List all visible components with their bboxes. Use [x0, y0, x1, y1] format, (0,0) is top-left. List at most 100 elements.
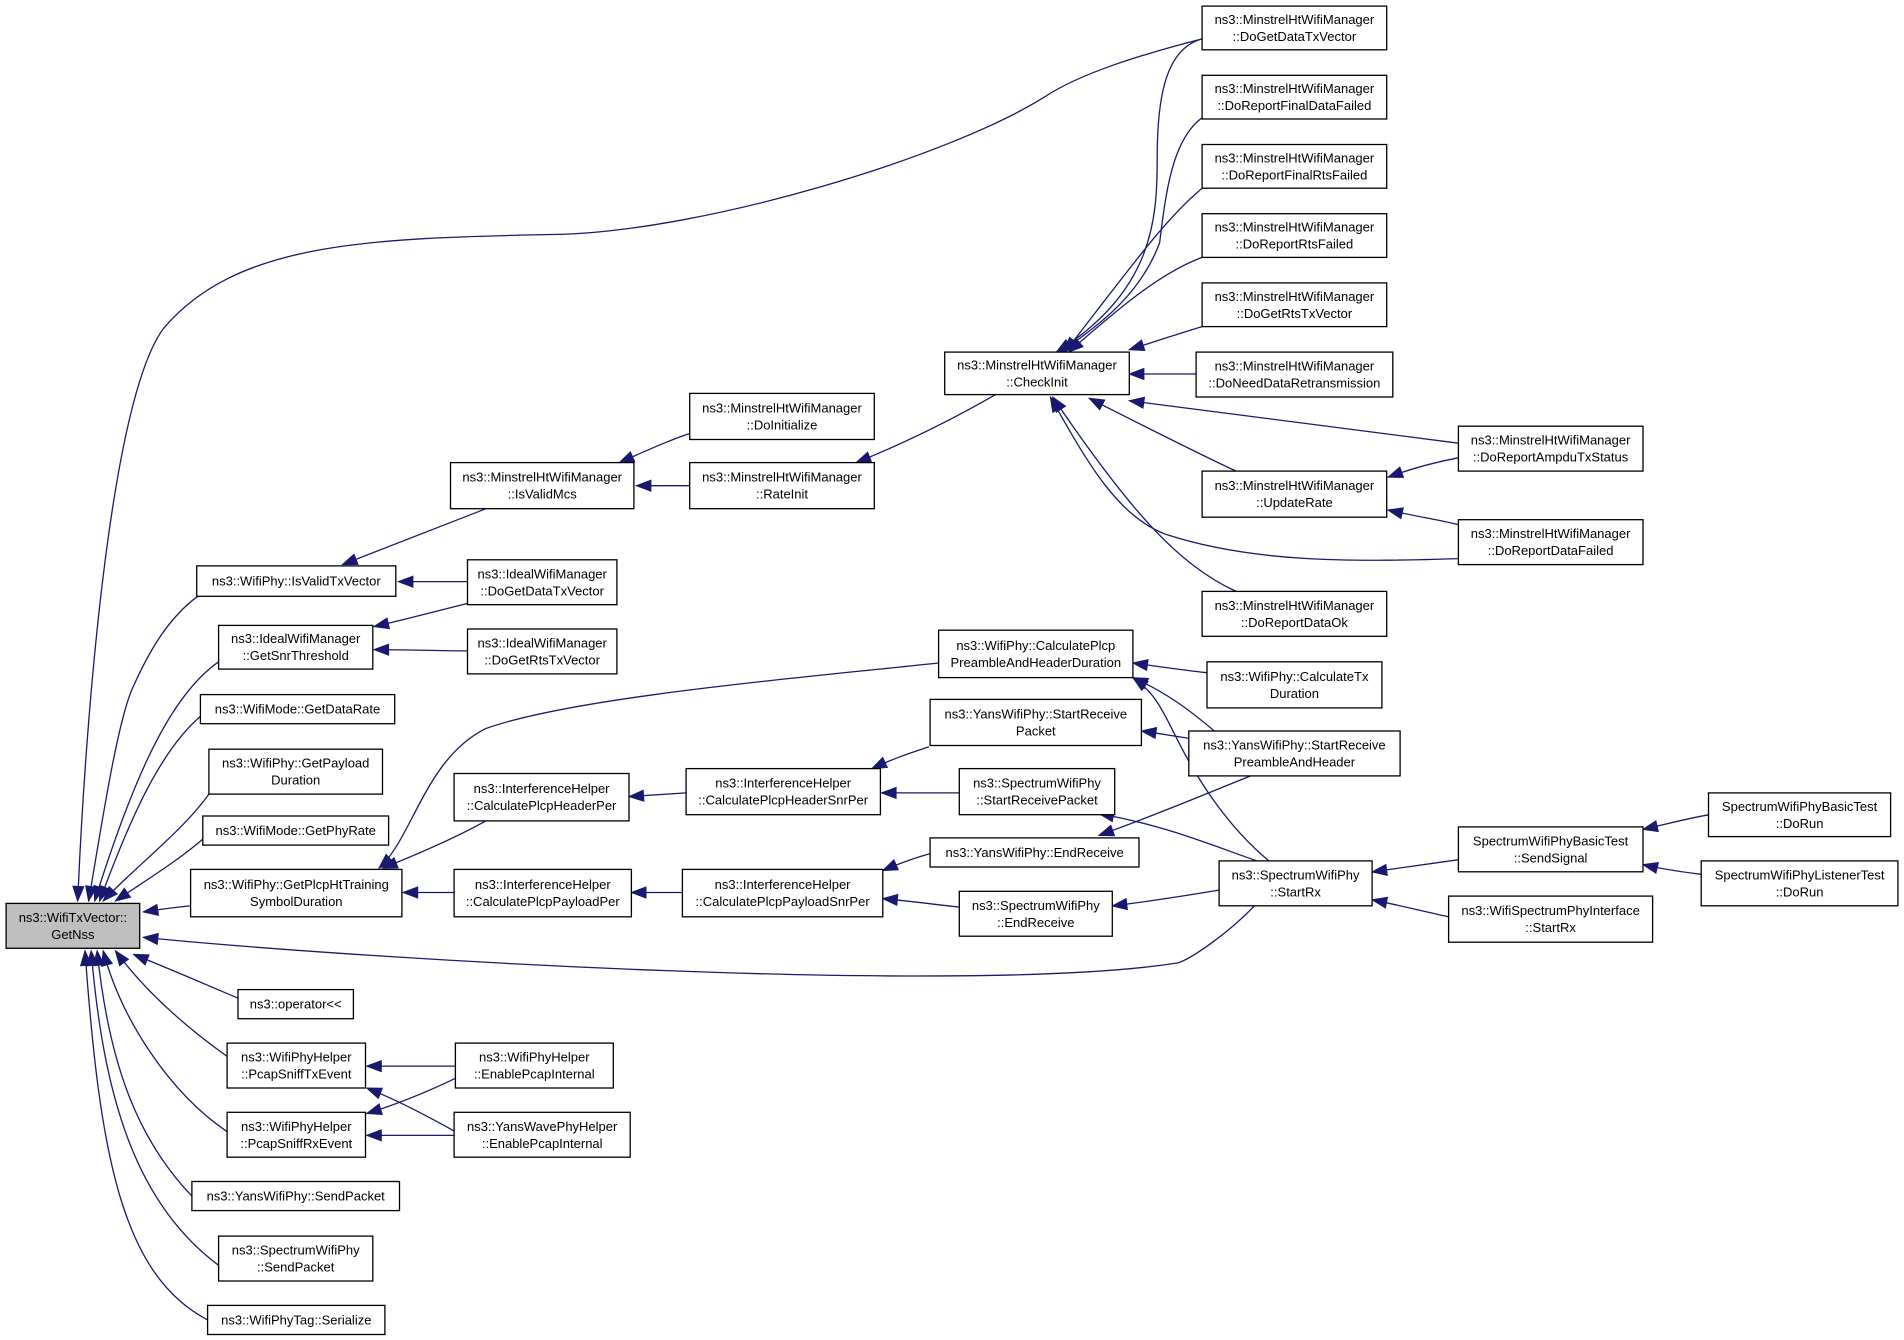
arrowhead: [1127, 339, 1146, 352]
edge-m_rtsfailed-to-checkinit: [1067, 256, 1203, 354]
node-label: ns3::WifiPhy::IsValidTxVector: [212, 574, 381, 589]
node-root[interactable]: ns3::WifiTxVector::GetNss: [5, 902, 141, 949]
edge-listenerrun-to-sendsignal: [1641, 862, 1702, 875]
edge-calcplcp-to-getplcpht: [377, 662, 939, 870]
arrowhead: [1370, 863, 1388, 876]
node-label: ns3::WifiMode::GetPhyRate: [215, 823, 375, 838]
node-ifhdrper[interactable]: ns3::InterferenceHelper::CalculatePlcpHe…: [453, 772, 630, 822]
node-specrxpkt[interactable]: ns3::SpectrumWifiPhy::StartReceivePacket: [958, 767, 1116, 816]
node-m_dataok[interactable]: ns3::MinstrelHtWifiManager::DoReportData…: [1201, 590, 1388, 637]
node-box: [1707, 792, 1892, 838]
arrowhead: [101, 949, 114, 967]
edge-getpayload-to-root: [102, 793, 210, 903]
edge-serialize-to-root: [79, 949, 208, 1321]
node-doinit[interactable]: ns3::MinstrelHtWifiManager::DoInitialize: [689, 392, 875, 441]
node-box: [937, 629, 1134, 679]
node-m_update[interactable]: ns3::MinstrelHtWifiManager::UpdateRate: [1201, 470, 1388, 518]
node-idealrts[interactable]: ns3::IdealWifiManager::DoGetRtsTxVector: [466, 628, 618, 675]
node-box: [1201, 282, 1388, 328]
node-label: ns3::WifiPhyHelper: [479, 1050, 590, 1065]
node-label: ns3::YansWifiPhy::StartReceive: [945, 707, 1128, 722]
node-box: [208, 748, 384, 795]
arrowhead: [870, 756, 889, 770]
node-yanswave[interactable]: ns3::YansWavePhyHelper::EnablePcapIntern…: [453, 1111, 631, 1158]
edge-getplcpht-to-root: [141, 903, 191, 916]
node-isvalidmcs[interactable]: ns3::MinstrelHtWifiManager::IsValidMcs: [449, 461, 635, 510]
node-m_needretx[interactable]: ns3::MinstrelHtWifiManager::DoNeedDataRe…: [1195, 351, 1394, 398]
node-sniffRx[interactable]: ns3::WifiPhyHelper::PcapSniffRxEvent: [226, 1111, 367, 1158]
node-yansend[interactable]: ns3::YansWifiPhy::EndReceive: [929, 837, 1140, 868]
edge-ifhdrsnr-to-yansrxpkt: [870, 746, 930, 770]
node-m_finalrts[interactable]: ns3::MinstrelHtWifiManager::DoReportFina…: [1201, 143, 1388, 189]
node-m_rtsfailed[interactable]: ns3::MinstrelHtWifiManager::DoReportRtsF…: [1201, 213, 1388, 259]
node-sendsignal[interactable]: SpectrumWifiPhyBasicTest::SendSignal: [1457, 826, 1644, 873]
node-getphyrate[interactable]: ns3::WifiMode::GetPhyRate: [202, 815, 390, 846]
node-getdatarate[interactable]: ns3::WifiMode::GetDataRate: [199, 693, 396, 725]
edge-ifhdrper-to-getplcpht: [381, 820, 487, 869]
node-specend[interactable]: ns3::SpectrumWifiPhy::EndReceive: [958, 890, 1113, 937]
node-calcplcp[interactable]: ns3::WifiPhy::CalculatePlcpPreambleAndHe…: [937, 629, 1134, 679]
node-isvalidtx[interactable]: ns3::WifiPhy::IsValidTxVector: [196, 565, 397, 597]
node-m_datafailed[interactable]: ns3::MinstrelHtWifiManager::DoReportData…: [1457, 519, 1644, 566]
node-yanssend[interactable]: ns3::YansWifiPhy::SendPacket: [191, 1180, 401, 1212]
node-box: [1201, 5, 1388, 51]
node-specstartrx[interactable]: ns3::SpectrumWifiPhy::StartRx: [1218, 860, 1373, 907]
node-pcapint[interactable]: ns3::WifiPhyHelper::EnablePcapInternal: [454, 1042, 614, 1089]
node-m_rtstx[interactable]: ns3::MinstrelHtWifiManager::DoGetRtsTxVe…: [1201, 282, 1388, 328]
node-serialize[interactable]: ns3::WifiPhyTag::Serialize: [206, 1304, 386, 1336]
edge-m_dataok-to-checkinit: [1052, 395, 1237, 592]
node-ifhdrsnr[interactable]: ns3::InterferenceHelper::CalculatePlcpHe…: [685, 767, 882, 816]
node-m_datatx[interactable]: ns3::MinstrelHtWifiManager::DoGetDataTxV…: [1201, 5, 1388, 51]
arrowhead: [365, 1087, 384, 1100]
node-label: ::DoReportRtsFailed: [1236, 237, 1354, 252]
node-yansrxpre[interactable]: ns3::YansWifiPhy::StartReceivePreambleAn…: [1188, 730, 1401, 777]
node-m_finaldata[interactable]: ns3::MinstrelHtWifiManager::DoReportFina…: [1201, 74, 1388, 120]
node-listenerrun[interactable]: SpectrumWifiPhyListenerTest::DoRun: [1700, 860, 1899, 907]
node-sniffTx[interactable]: ns3::WifiPhyHelper::PcapSniffTxEvent: [226, 1042, 367, 1089]
arrowhead: [1131, 658, 1149, 672]
node-label: SpectrumWifiPhyBasicTest: [1473, 833, 1629, 848]
node-operator[interactable]: ns3::operator<<: [237, 988, 355, 1020]
node-label: SymbolDuration: [250, 894, 343, 909]
node-label: ::UpdateRate: [1256, 495, 1333, 510]
node-specsend[interactable]: ns3::SpectrumWifiPhy::SendPacket: [217, 1235, 374, 1282]
arrowhead: [627, 789, 645, 802]
arrowhead: [1139, 726, 1158, 740]
arrowhead: [1641, 862, 1660, 875]
node-box: [958, 767, 1116, 816]
arrowhead: [381, 856, 399, 869]
node-ifpaysnr[interactable]: ns3::InterferenceHelper::CalculatePlcpPa…: [681, 868, 884, 918]
node-idealdata[interactable]: ns3::IdealWifiManager::DoGetDataTxVector: [466, 559, 618, 606]
node-box: [454, 1042, 614, 1089]
node-box: [217, 1235, 374, 1282]
edge-m_datatx-to-checkinit: [1055, 38, 1203, 353]
node-specif[interactable]: ns3::WifiSpectrumPhyInterface::StartRx: [1447, 895, 1654, 943]
node-box: [1218, 860, 1373, 907]
node-label: ::GetSnrThreshold: [243, 648, 349, 663]
node-label: ns3::InterferenceHelper: [475, 877, 612, 892]
arrowhead: [102, 885, 118, 903]
node-label: ns3::MinstrelHtWifiManager: [1215, 220, 1375, 235]
node-label: ::DoReportAmpduTxStatus: [1473, 450, 1629, 465]
node-getplcpht[interactable]: ns3::WifiPhy::GetPlcpHtTrainingSymbolDur…: [189, 868, 403, 918]
node-rateinit[interactable]: ns3::MinstrelHtWifiManager::RateInit: [689, 461, 875, 510]
edge-getdatarate-to-root: [98, 715, 201, 903]
node-label: ns3::WifiPhyHelper: [241, 1050, 352, 1065]
node-label: ::StartRx: [1525, 920, 1576, 935]
node-ifpayper[interactable]: ns3::InterferenceHelper::CalculatePlcpPa…: [453, 868, 633, 918]
arrowhead: [114, 887, 132, 902]
edge-pcapint-to-sniffTx: [365, 1059, 456, 1073]
node-checkinit[interactable]: ns3::MinstrelHtWifiManager::CheckInit: [944, 351, 1130, 396]
node-basicrun[interactable]: SpectrumWifiPhyBasicTest::DoRun: [1707, 792, 1892, 838]
node-m_ampdu[interactable]: ns3::MinstrelHtWifiManager::DoReportAmpd…: [1457, 425, 1644, 472]
arrowhead: [634, 479, 652, 492]
edge-yanswave-to-sniffRx: [365, 1129, 455, 1142]
node-snrthresh[interactable]: ns3::IdealWifiManager::GetSnrThreshold: [217, 624, 374, 670]
node-label: ::PcapSniffTxEvent: [241, 1067, 352, 1082]
node-yansrxpkt[interactable]: ns3::YansWifiPhy::StartReceivePacket: [929, 698, 1143, 747]
node-box: [202, 815, 390, 846]
node-label: ::DoReportDataOk: [1241, 615, 1348, 630]
